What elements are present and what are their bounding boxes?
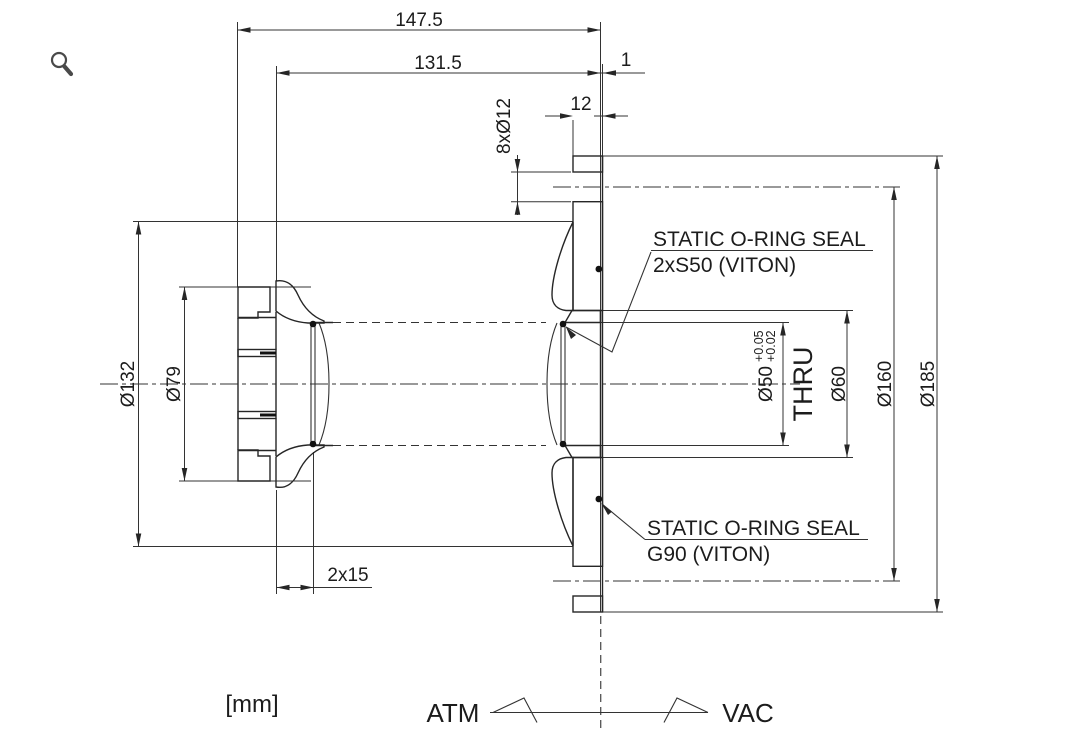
dim-body-length: 131.5 [414,53,462,74]
dim-bore-thru: THRU [788,347,818,422]
seal-callout-g90: STATIC O-RING SEAL G90 (VITON) [601,503,868,566]
units-label: [mm] [225,691,278,718]
magnifier-zoom-icon[interactable] [50,51,74,77]
centerline [100,186,900,582]
dimension-arrows [135,27,940,612]
dim-bore-tol-upper: +0.05 [752,330,766,362]
dim-bolt-circle: Ø160 [875,361,896,407]
dim-bore-dia: Ø50 [756,366,777,402]
seal-callout-s50: STATIC O-RING SEAL 2xS50 (VITON) [565,228,873,353]
seal-g90-spec: G90 (VITON) [647,543,770,566]
vac-side-label: VAC [722,698,774,728]
dim-collar-od: Ø79 [164,366,185,402]
seal-s50-title: STATIC O-RING SEAL [653,228,866,251]
footer-annotations: [mm] ATM VAC [225,691,773,728]
dim-hub-od: Ø132 [118,361,139,407]
dim-face-offset: 1 [621,50,632,71]
dim-flange-thickness: 12 [570,94,591,115]
dim-flange-od: Ø185 [918,361,939,407]
seal-g90-title: STATIC O-RING SEAL [647,517,860,540]
vac-flag-icon [663,697,709,723]
atm-flag-icon [492,697,538,723]
hidden-bore-lines [333,321,602,733]
dimension-lines [138,29,938,612]
atm-side-label: ATM [427,698,480,728]
dim-bore-tol-lower: +0.02 [764,330,778,362]
dimension-texts: 147.5 131.5 1 12 8xØ12 2x15 Ø132 Ø79 Ø50… [118,10,939,586]
seal-s50-spec: 2xS50 (VITON) [653,254,796,277]
flange-section [546,155,604,613]
collar-nut-section [237,279,333,489]
dim-tube-od: Ø60 [829,366,850,402]
dim-bolt-holes: 8xØ12 [494,98,515,154]
dim-collar-length: 2x15 [327,565,368,586]
dim-overall-length: 147.5 [395,10,443,31]
